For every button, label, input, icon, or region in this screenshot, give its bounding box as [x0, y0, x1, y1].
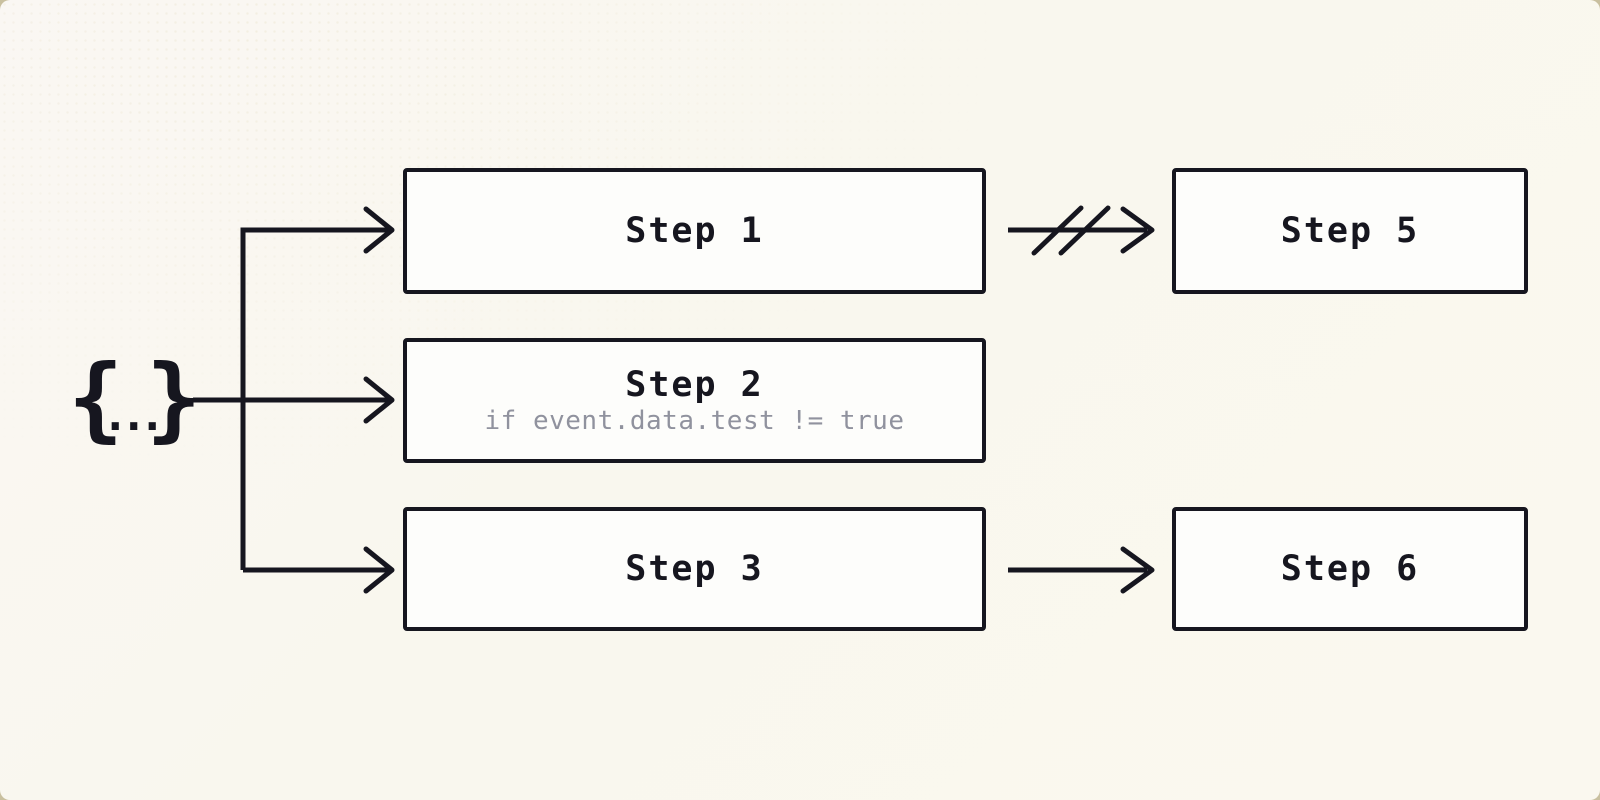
step-node-5: Step 5: [1172, 168, 1528, 294]
arrowhead-icon: [363, 546, 395, 594]
json-object-icon: { ... }: [68, 345, 202, 452]
arrowhead-icon: [1120, 206, 1155, 254]
edge-source-fanout: [193, 206, 395, 594]
step-title: Step 1: [625, 210, 764, 251]
open-brace: {: [68, 345, 124, 452]
arrowhead-icon: [1120, 546, 1155, 594]
arrowhead-icon: [363, 206, 395, 254]
step-node-2: Step 2 if event.data.test != true: [403, 338, 986, 463]
ellipsis-dots: ...: [102, 390, 165, 441]
step-title: Step 2: [625, 364, 764, 405]
step-node-6: Step 6: [1172, 507, 1528, 631]
step-title: Step 6: [1280, 548, 1420, 589]
step-node-3: Step 3: [403, 507, 986, 631]
edge-source-step1-line: [240, 227, 388, 570]
edge-step3-step6: [1008, 546, 1155, 594]
arrowhead-icon: [363, 376, 395, 424]
blocked-slash-icon: [1058, 205, 1111, 256]
step-condition-label: if event.data.test != true: [484, 405, 905, 436]
step-title: Step 3: [625, 548, 764, 589]
edge-step1-step5-blocked: [1008, 205, 1155, 256]
step-node-1: Step 1: [403, 168, 986, 294]
blocked-slash-icon: [1031, 205, 1084, 256]
step-title: Step 5: [1280, 210, 1420, 251]
close-brace: }: [146, 345, 202, 452]
